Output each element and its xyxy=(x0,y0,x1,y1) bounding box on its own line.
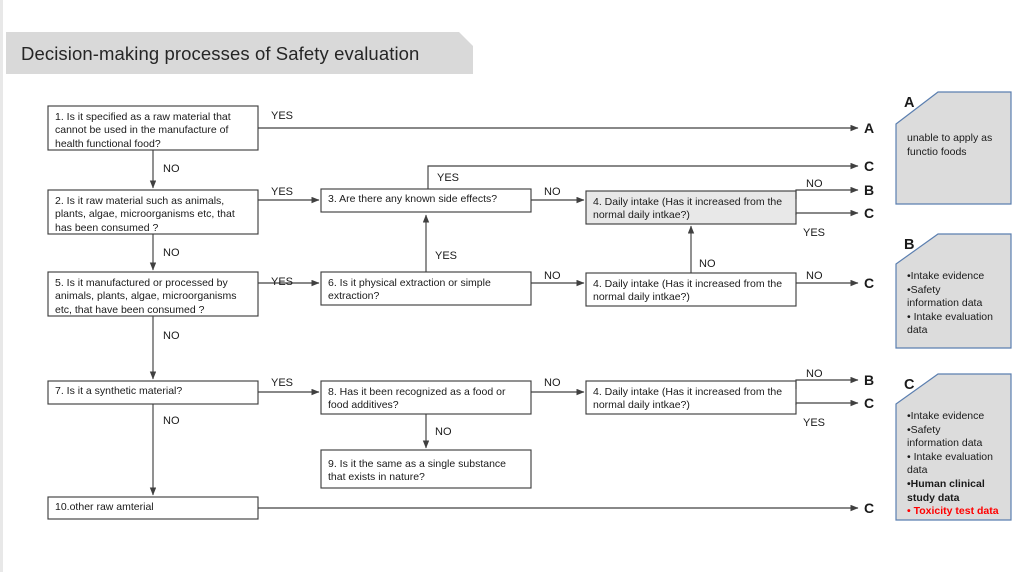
legend-a-line-0: unable to apply as xyxy=(907,132,993,144)
legend-c-bold-1: study data xyxy=(907,491,960,504)
edge-label-q3-yes: YES xyxy=(437,172,460,184)
edge-label-q5-no: NO xyxy=(163,330,180,342)
edge-label-q4a-yes: YES xyxy=(803,227,826,239)
legend-callout-a: A unable to apply as functio foods xyxy=(896,92,1011,204)
outlet-c-2: C xyxy=(864,205,875,221)
edge-label-q4b-no: NO xyxy=(806,270,823,282)
edge-label-q6-no: NO xyxy=(544,270,561,282)
legend-callout-b: B •Intake evidence •Safety information d… xyxy=(896,234,1011,348)
legend-c-line-3: • Intake evaluation xyxy=(907,450,993,463)
edge-label-q7-yes: YES xyxy=(271,377,294,389)
outlet-c-5: C xyxy=(864,500,875,516)
legend-b-line-2: information data xyxy=(907,297,983,310)
edge-label-q4c-no: NO xyxy=(806,368,823,380)
edge-label-q4b-up-no: NO xyxy=(699,258,716,270)
legend-c-line-0: •Intake evidence xyxy=(907,410,985,422)
legend-body-a: unable to apply as functio foods xyxy=(907,132,1005,159)
edge-label-q5-yes: YES xyxy=(271,276,294,288)
legend-body-c: •Intake evidence •Safety information dat… xyxy=(907,410,1005,519)
edge-label-q4c-yes: YES xyxy=(803,417,826,429)
legend-b-line-4: data xyxy=(907,324,928,337)
edge-label-q1-yes: YES xyxy=(271,110,294,122)
legend-c-line-2: information data xyxy=(907,437,983,450)
legend-callout-c: C •Intake evidence •Safety information d… xyxy=(896,374,1011,520)
legend-letter-c: C xyxy=(904,377,915,393)
page-title: Decision-making processes of Safety eval… xyxy=(21,43,420,64)
legend-c-line-1: •Safety xyxy=(907,423,941,436)
edge-label-q8-no-down: NO xyxy=(435,426,452,438)
outlet-c-4: C xyxy=(864,395,875,411)
legend-b-line-1: •Safety xyxy=(907,283,941,296)
legend-b-line-3: • Intake evaluation xyxy=(907,310,993,323)
edge-label-q8-no-right: NO xyxy=(544,377,561,389)
edge-label-q7-no: NO xyxy=(163,415,180,427)
legend-a-line-1: functio foods xyxy=(907,145,967,158)
outlet-c-3: C xyxy=(864,275,875,291)
edge-label-q2-no: NO xyxy=(163,247,180,259)
edge-label-q1-no: NO xyxy=(163,163,180,175)
title-banner xyxy=(6,32,473,74)
edge-label-q3-no: NO xyxy=(544,186,561,198)
edge-label-q2-yes: YES xyxy=(271,186,294,198)
legend-c-bold-0: •Human clinical xyxy=(907,477,985,490)
outlet-a-1: A xyxy=(864,120,875,136)
legend-letter-b: B xyxy=(904,237,915,253)
legend-body-b: •Intake evidence •Safety information dat… xyxy=(907,270,1005,338)
edge-label-q6-yes: YES xyxy=(435,250,458,262)
edge-label-q4a-no: NO xyxy=(806,178,823,190)
legend-b-line-0: •Intake evidence xyxy=(907,270,985,282)
outlet-b-1: B xyxy=(864,182,875,198)
legend-c-line-4: data xyxy=(907,464,928,477)
outlet-c-1: C xyxy=(864,158,875,174)
legend-c-red-line: • Toxicity test data xyxy=(907,505,999,518)
outlet-b-2: B xyxy=(864,372,875,388)
flowchart-connectors xyxy=(47,91,1012,521)
legend-letter-a: A xyxy=(904,95,915,111)
